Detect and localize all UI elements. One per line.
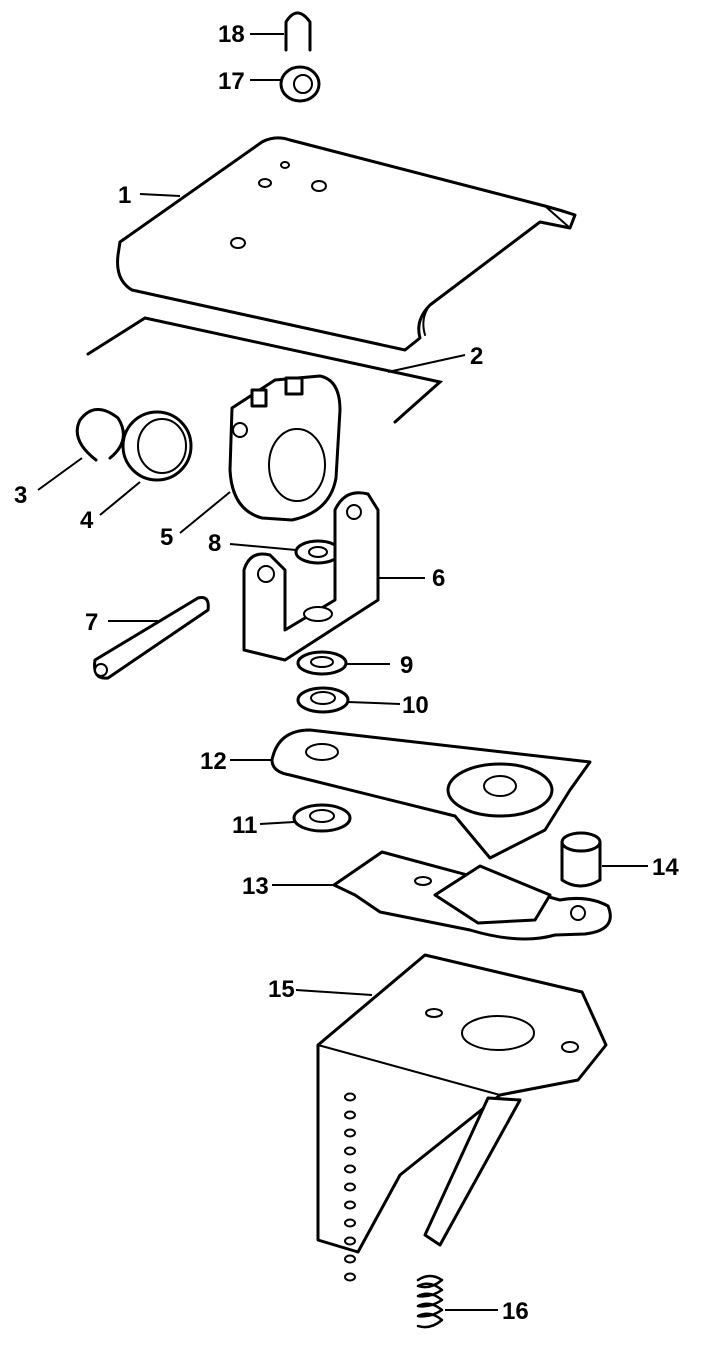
callout-8: 8 [208,530,221,557]
part-15-mounting-bracket [316,953,608,1282]
callout-13: 13 [242,873,269,900]
part-4-bushing [121,410,193,482]
callout-4: 4 [80,507,94,534]
callout-7: 7 [85,609,98,636]
part-5-clamp-block [228,374,342,522]
part-6-u-bracket [242,491,380,662]
callout-3: 3 [14,482,27,509]
part-12-arm [270,728,592,860]
part-8-washer [294,539,342,565]
callout-11: 11 [232,812,257,839]
part-10-washer [296,686,350,714]
part-16-spring [416,1274,444,1329]
part-17-washer [279,65,321,103]
part-9-washer [296,650,348,676]
callout-labels: 18 17 1 2 3 4 5 8 6 7 9 10 12 11 14 13 1… [14,21,679,1325]
part-13-cam-plate [332,850,612,941]
callout-10: 10 [402,692,429,719]
part-1-top-plate [116,136,577,352]
callout-14: 14 [652,854,679,881]
callout-16: 16 [502,1298,529,1325]
callout-15: 15 [268,976,295,1003]
leader-lines [37,33,648,1311]
callout-17: 17 [218,68,245,95]
part-14-spacer [560,831,602,888]
callout-6: 6 [432,565,445,592]
part-11-washer [292,803,352,833]
callout-5: 5 [160,524,173,551]
part-18-u-bolt [284,11,312,52]
part-7-pin [93,596,210,680]
callout-12: 12 [200,748,227,775]
callout-2: 2 [470,343,483,370]
callout-1: 1 [118,182,131,209]
part-3-snap-ring [75,408,125,462]
callout-9: 9 [400,652,413,679]
callout-18: 18 [218,21,245,48]
bracket-hole-row [344,1092,356,1282]
part-2-pad [86,316,444,424]
